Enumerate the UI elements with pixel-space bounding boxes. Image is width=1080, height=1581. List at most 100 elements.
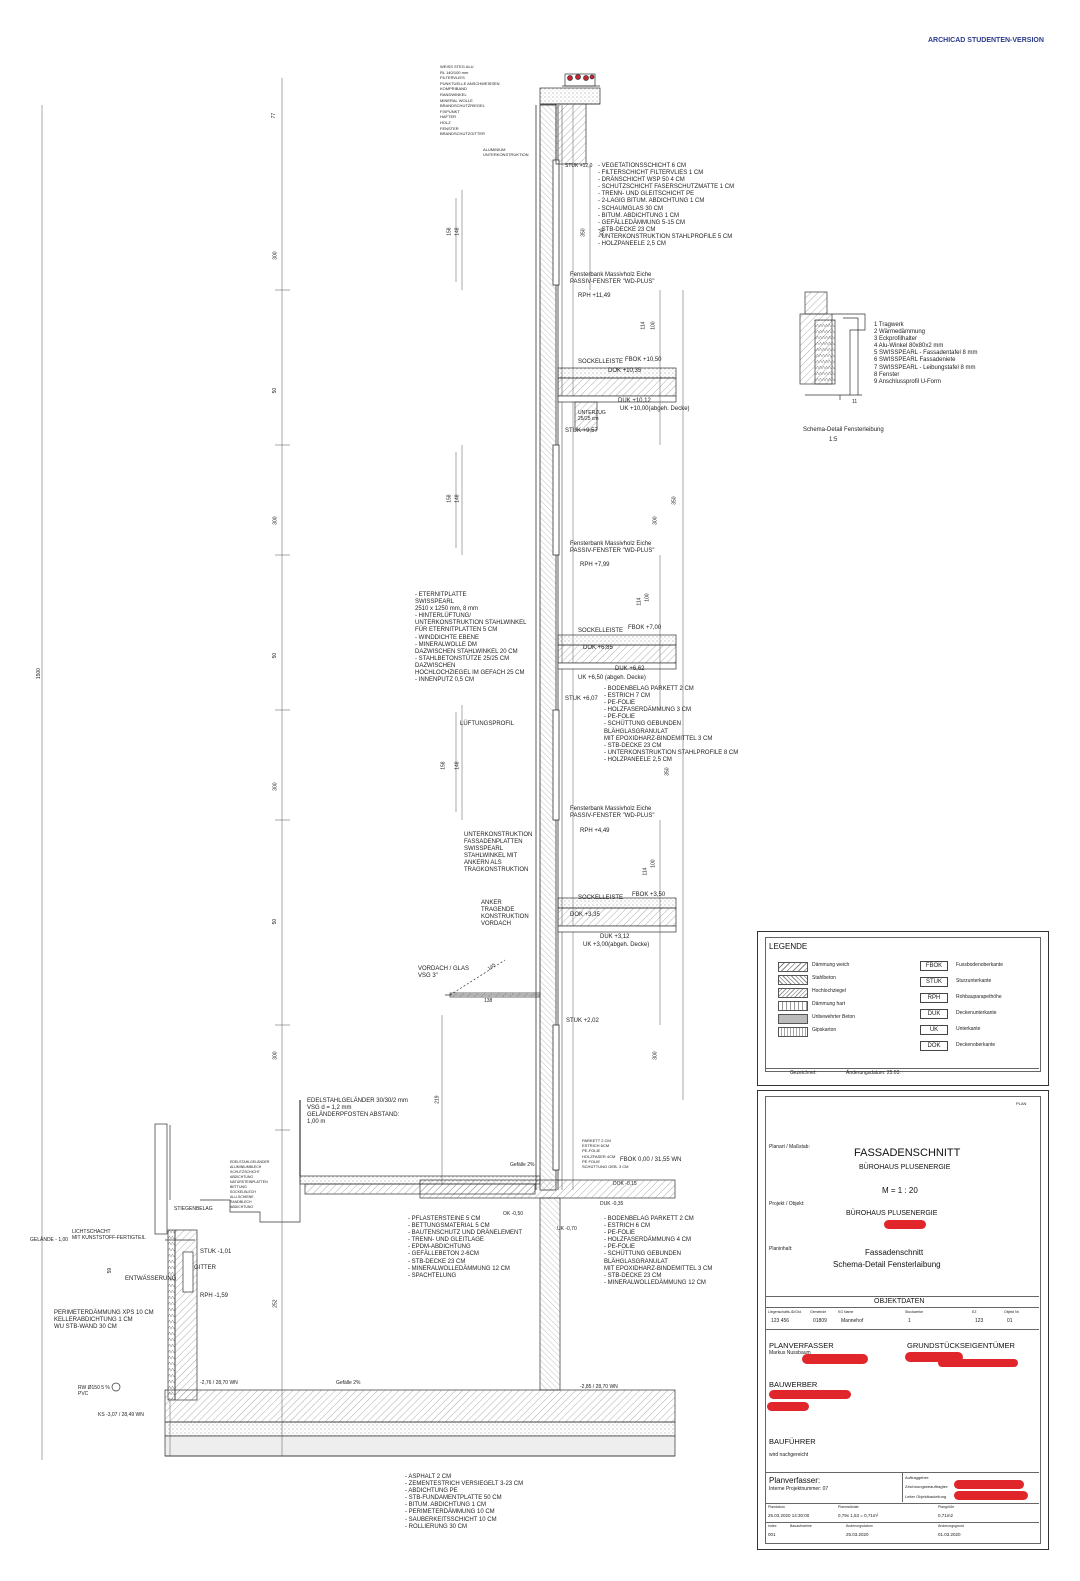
legend-abbr-text: Rohbauparapethöhe xyxy=(956,994,1002,1000)
uk-fassade-item: SWISSPEARL xyxy=(464,846,504,853)
dim-300f: 300 xyxy=(652,516,659,525)
small-terrace-item: ABDICHTUNG xyxy=(230,1205,254,1209)
entwaesserung-label: ENTWÄSSERUNG xyxy=(125,1276,177,1282)
dok-685: DOK +6,85 xyxy=(583,645,613,651)
schema-legend-item: 8 Fenster xyxy=(874,371,900,378)
floor-layer-item: - BODENBELAG PARKETT 2 CM xyxy=(604,686,694,692)
gf-layer-item: BLÄHGLASGRANULAT xyxy=(604,1258,668,1265)
duk-662: DUK +6,62 xyxy=(615,666,645,672)
small-gf-item: PE-FOLIE xyxy=(582,1148,601,1154)
gelaender-item: GELÄNDERPFOSTEN ABSTAND: xyxy=(307,1112,400,1119)
row1-value: 25.03.2020 14:30:00 xyxy=(768,1513,810,1518)
objektdaten-title: OBJEKTDATEN xyxy=(874,1298,925,1305)
small-gf-item: ESTRICH 6CM xyxy=(582,1143,610,1149)
tb-line-1 xyxy=(765,1296,1039,1297)
small-gf-item: PE FOLIE xyxy=(582,1158,601,1164)
canopy xyxy=(445,959,541,998)
legende-footer-line xyxy=(765,1068,1039,1069)
gelaender-item: EDELSTAHLGELÄNDER 30/30/2 mm xyxy=(307,1098,408,1104)
stiege-label: STIEGENBELAG xyxy=(174,1206,213,1212)
schema-num: 11 xyxy=(852,399,858,405)
basement xyxy=(111,1100,676,1457)
dim-300e: 300 xyxy=(599,228,606,237)
legend-item-label: Stahlbeton xyxy=(812,975,836,981)
od-header: Liegenschafts-ID/Gst. xyxy=(768,1310,802,1314)
fenster3-item: PASSIV-FENSTER "WD-PLUS" xyxy=(570,813,655,820)
roof-label-item: FIXPUNKT xyxy=(440,108,460,114)
row1-value: 0,71m2 xyxy=(938,1513,954,1518)
gf-layer-item: - SCHÜTTUNG GEBUNDEN xyxy=(604,1251,682,1258)
dimension-lines xyxy=(41,78,684,1460)
pv-num: Interne Projektnummer: 07 xyxy=(769,1486,829,1492)
sockel-label-1: SOCKELLEISTE xyxy=(578,359,624,365)
redaction xyxy=(802,1354,868,1364)
baufuehrer-label: BAUFÜHRER xyxy=(769,1437,816,1446)
floor-layer-item: MIT EPOXIDHARZ-BINDEMITTEL 3 CM xyxy=(604,735,713,742)
legende-inner xyxy=(765,937,1041,1072)
small-terrace-item: SOCKELBLECH xyxy=(230,1190,256,1194)
roof-label-item: RL 140/100 mm xyxy=(440,69,469,75)
dim-100c: 100 xyxy=(650,859,657,868)
rph-159: RPH -1,59 xyxy=(200,1293,229,1299)
slab-layer-item: - ROLLIERUNG 30 CM xyxy=(405,1523,468,1530)
legend-item-label: Hochlochziegel xyxy=(812,988,846,994)
slab-layer-item: - ASPHALT 2 CM xyxy=(405,1474,452,1480)
gelaender-item: 1,00 m xyxy=(307,1119,326,1126)
od-value: 01 xyxy=(1007,1318,1013,1324)
dim-219: 219 xyxy=(434,1095,441,1104)
rw-item: RW Ø150 5 % xyxy=(78,1385,110,1391)
terrace-layer-item: - BETTUNGSMATERIAL 5 CM xyxy=(408,1223,490,1230)
duk-312: DUK +3,12 xyxy=(600,934,630,940)
wall-layer-item: - MINERALWOLLE DM xyxy=(415,641,477,648)
terrace-layer-item: - MINERALWOLLEDÄMMUNG 12 CM xyxy=(408,1265,510,1272)
ground-floor-layers-list: - BODENBELAG PARKETT 2 CM- ESTRICH 6 CM-… xyxy=(604,1216,712,1287)
legend-abbr-text: Sturzunterkante xyxy=(956,978,992,984)
gefaelle-top: Gefälle 2% xyxy=(510,1162,535,1168)
od-header: EZ xyxy=(972,1310,977,1314)
roof-label-item: HAFTER xyxy=(440,114,456,120)
roof-label-item: FENSTER xyxy=(440,125,459,131)
roof-structure xyxy=(539,73,601,165)
fbok-000: FBOK 0,00 / 31,55 WN xyxy=(620,1157,682,1163)
wall-layer-item: - WINDDICHTE EBENE xyxy=(415,634,480,641)
wall-layer-item: HOCHLOCHZIEGEL IM GEFACH 25 CM xyxy=(415,670,525,677)
gf-layer-item: - BODENBELAG PARKETT 2 CM xyxy=(604,1216,694,1222)
floor-layer-item: - UNTERKONSTRUKTION STAHLPROFILE 8 CM xyxy=(604,749,739,756)
wall-layer-item: - ETERNITPLATTE xyxy=(415,592,467,598)
stuk-101: STUK -1,01 xyxy=(200,1249,232,1255)
dim-300b: 300 xyxy=(272,516,279,525)
fbok-1050: FBOK +10,50 xyxy=(625,357,662,363)
small-terrace-item: ALU-SCHIENE xyxy=(230,1195,254,1199)
schema-legend-item: 4 Alu-Winkel 80x80x2 mm xyxy=(874,343,944,350)
roof-layer-item: - GEFÄLLEDÄMMUNG 5-15 CM xyxy=(598,219,686,226)
floor-layer-item: - STB-DECKE 23 CM xyxy=(604,742,662,749)
slab-layer-item: - SAUBERKEITSSCHICHT 10 CM xyxy=(405,1516,497,1523)
wall-layer-item: DAZWISCHEN STAHLWINKEL 20 CM xyxy=(415,648,518,655)
fenster2-item: PASSIV-FENSTER "WD-PLUS" xyxy=(570,548,655,555)
small-terrace-item: ABDICHTUNG xyxy=(230,1175,254,1179)
row2-value: 01.03.2020 xyxy=(938,1532,961,1537)
gf-layer-item: - MINERALWOLLEDÄMMUNG 12 CM xyxy=(604,1279,706,1286)
tb-line-2 xyxy=(765,1307,1039,1308)
schema-detail xyxy=(799,291,866,400)
terrace-layer-item: - GEFÄLLEBETON 2-6CM xyxy=(408,1251,479,1258)
wall-layer-item: FÜR ETERNITPLATTEN 5 CM xyxy=(415,627,498,634)
dim-148a: 148 xyxy=(454,227,461,236)
dok-1035: DOK +10,35 xyxy=(608,368,642,374)
roof-layer-item: - SCHAUMGLAS 30 CM xyxy=(598,205,664,212)
row2-value: 25.03.2020 xyxy=(846,1532,869,1537)
terrace-layers-list: - PFLASTERSTEINE 5 CM- BETTUNGSMATERIAL … xyxy=(408,1216,522,1280)
od-value: 123 456 xyxy=(771,1318,790,1324)
terrace-layer-item: - PFLASTERSTEINE 5 CM xyxy=(408,1216,481,1222)
title-block: PLAN Planart / Maßstab: FASSADENSCHNITT … xyxy=(757,1090,1049,1550)
dim-252: 252 xyxy=(272,1299,279,1308)
gitter-label: GITTER xyxy=(194,1265,216,1271)
slab-layer-item: - ZEMENTESTRICH VERSIEGELT 3-23 CM xyxy=(405,1481,524,1488)
title-block-inner xyxy=(765,1096,1041,1544)
unterzug-item: 25/25 cm xyxy=(578,416,599,422)
projekt-value: BÜROHAUS PLUSENERGIE xyxy=(846,1210,938,1217)
legend-abbr-code: UK xyxy=(920,1025,948,1035)
od-header: Gemeinde xyxy=(810,1310,827,1314)
duk-1012: DUK +10,12 xyxy=(618,398,651,404)
